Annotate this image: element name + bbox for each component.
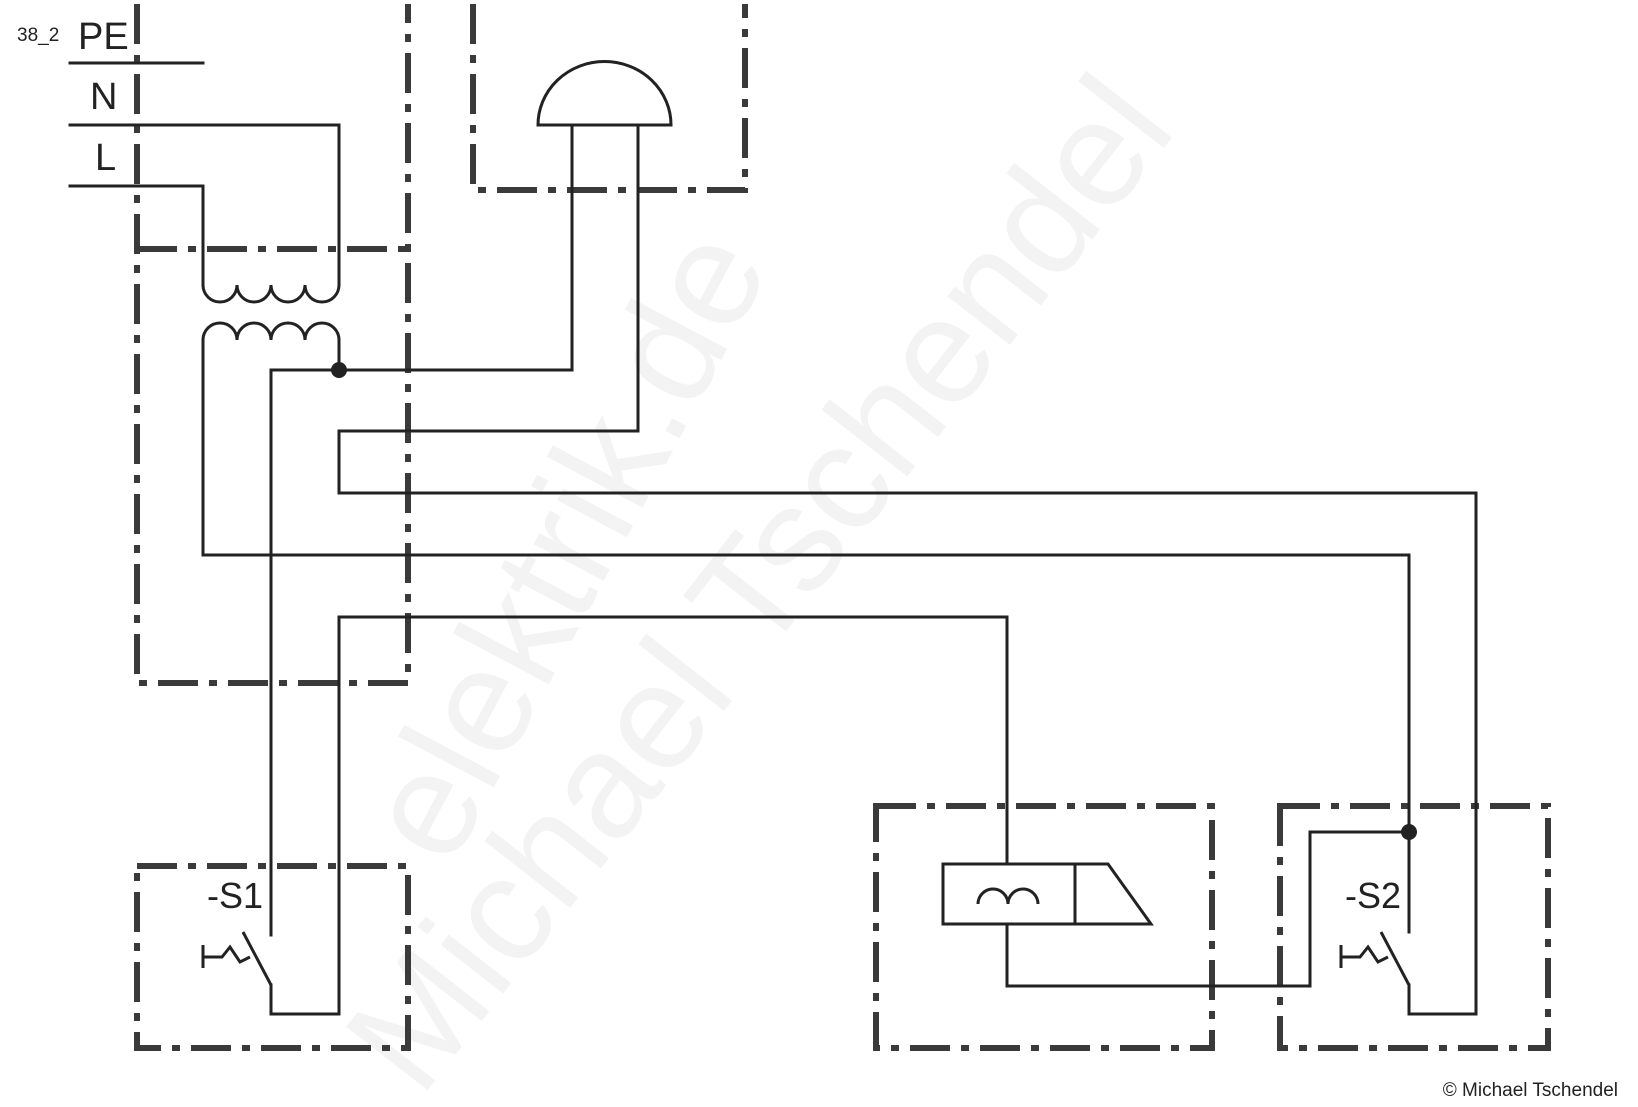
supply-conductors bbox=[68, 61, 341, 287]
switch-s2-pushbutton-icon bbox=[1339, 944, 1389, 968]
switch-s1-enclosure bbox=[134, 863, 411, 1051]
switch-s1-label: -S1 bbox=[207, 875, 263, 916]
buzzer-enclosure bbox=[873, 803, 1215, 1051]
primary-coil bbox=[201, 284, 341, 304]
wire-s1-to-buzzer bbox=[269, 615, 1009, 1016]
wiring bbox=[201, 368, 1478, 1016]
buzzer-icon bbox=[941, 862, 1154, 926]
buzzer-horn-icon bbox=[1075, 862, 1154, 926]
l-conductor bbox=[68, 184, 205, 287]
l-label: L bbox=[95, 137, 116, 179]
buzzer-coil-icon bbox=[976, 887, 1040, 905]
transformer-enclosure bbox=[134, 4, 411, 686]
n-conductor bbox=[68, 123, 341, 287]
switch-s2-icon bbox=[1339, 931, 1411, 986]
junction-dot-1 bbox=[331, 362, 347, 378]
wire-bell-to-s2 bbox=[337, 429, 1478, 1016]
copyright-text: © Michael Tschendel bbox=[1443, 1080, 1618, 1101]
bell-enclosure bbox=[470, 4, 748, 193]
switch-s2-enclosure bbox=[1277, 803, 1551, 1051]
switch-s2-contact bbox=[1379, 931, 1411, 986]
junction-dot-2 bbox=[1401, 824, 1417, 840]
switch-s1-pushbutton-icon bbox=[201, 944, 251, 968]
switch-s1-contact bbox=[241, 931, 273, 986]
wire-buzzer-to-s2 bbox=[1005, 830, 1411, 988]
bell-icon bbox=[536, 60, 673, 433]
enclosures bbox=[134, 4, 1551, 1051]
wire-transformer-to-s2 bbox=[201, 553, 1411, 934]
pe-label: PE bbox=[78, 16, 129, 58]
n-label: N bbox=[90, 76, 117, 118]
bell-dome bbox=[536, 60, 673, 127]
buzzer-body bbox=[941, 862, 1077, 926]
secondary-coil bbox=[201, 321, 341, 341]
watermark: elektrik.de Michael Tschendel bbox=[313, 46, 1203, 1107]
diagram-id-label: 38_2 bbox=[17, 25, 59, 46]
switch-s1-icon bbox=[201, 931, 273, 986]
switch-s2-label: -S2 bbox=[1345, 875, 1401, 916]
watermark-text-2: Michael Tschendel bbox=[313, 46, 1203, 1107]
